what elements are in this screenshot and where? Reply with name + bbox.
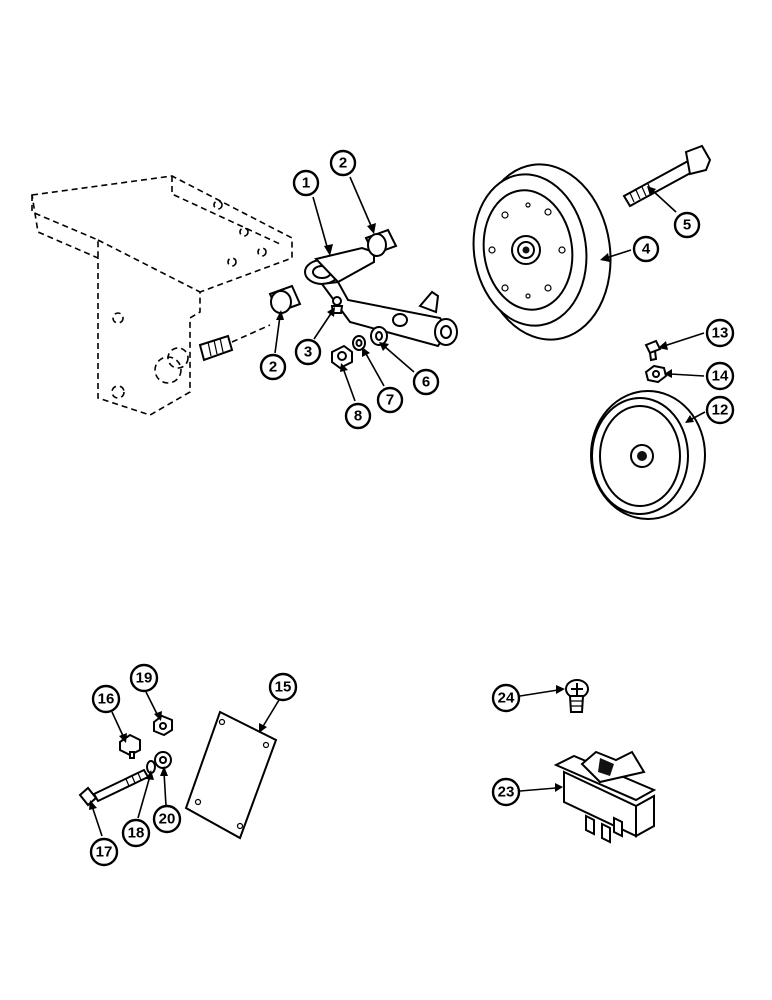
callout-20: 20 (152, 804, 182, 834)
callout-16-label: 16 (98, 691, 115, 708)
pivot-stud (198, 324, 271, 362)
callout-4: 4 (632, 235, 660, 263)
leader-lines (89, 176, 706, 837)
washer-6 (370, 326, 388, 346)
callout-15-label: 15 (275, 679, 292, 696)
callout-6-label: 6 (422, 374, 430, 391)
callout-20-label: 20 (159, 811, 176, 828)
callout-2-lower: 2 (259, 353, 287, 381)
callout-1-label: 1 (302, 175, 310, 192)
rocker-switch (553, 750, 657, 844)
callout-13-label: 13 (712, 325, 729, 342)
nut-19 (153, 714, 173, 737)
callout-8-label: 8 (354, 408, 362, 425)
callout-23-label: 23 (498, 784, 515, 801)
callout-18: 18 (121, 818, 151, 848)
callout-4-label: 4 (642, 241, 651, 258)
callout-23: 23 (491, 777, 521, 807)
callout-14-label: 14 (712, 368, 729, 385)
callout-3-label: 3 (304, 344, 312, 361)
callout-5-label: 5 (683, 217, 691, 234)
callout-2-lower-label: 2 (269, 359, 277, 376)
carriage-bolt-17 (78, 768, 150, 807)
callout-14: 14 (705, 361, 735, 391)
callout-2-upper-label: 2 (339, 155, 347, 172)
bushing-lower (268, 284, 302, 314)
bolt-13 (644, 339, 662, 362)
nut-14 (644, 364, 668, 384)
callout-19: 19 (129, 663, 159, 693)
callout-8: 8 (344, 402, 372, 430)
idler-pulley-small (590, 390, 706, 520)
screw-24 (565, 679, 589, 713)
lock-washer-7 (352, 335, 366, 351)
callout-15: 15 (268, 672, 298, 702)
callout-2-upper: 2 (329, 149, 357, 177)
callout-19-label: 19 (136, 670, 153, 687)
callout-24: 24 (491, 683, 521, 713)
idler-pulley-large (472, 163, 612, 341)
callout-17-label: 17 (96, 844, 113, 861)
callout-12-label: 12 (712, 402, 729, 419)
mounting-bracket (31, 175, 293, 416)
callout-6: 6 (412, 368, 440, 396)
cover-plate (184, 710, 278, 840)
nut-8 (331, 344, 353, 370)
washer-20 (154, 751, 172, 769)
callout-7: 7 (376, 386, 404, 414)
callout-18-label: 18 (128, 825, 145, 842)
callout-3: 3 (294, 338, 322, 366)
callout-12: 12 (705, 395, 735, 425)
callout-5: 5 (673, 211, 701, 239)
bushing-upper (364, 228, 398, 257)
callout-24-label: 24 (498, 690, 515, 707)
callout-1: 1 (292, 169, 320, 197)
callout-7-label: 7 (386, 392, 394, 409)
pulley-bolt (622, 144, 712, 208)
callout-16: 16 (91, 684, 121, 714)
callout-13: 13 (705, 318, 735, 348)
callout-17: 17 (89, 837, 119, 867)
idler-arm (304, 246, 458, 348)
